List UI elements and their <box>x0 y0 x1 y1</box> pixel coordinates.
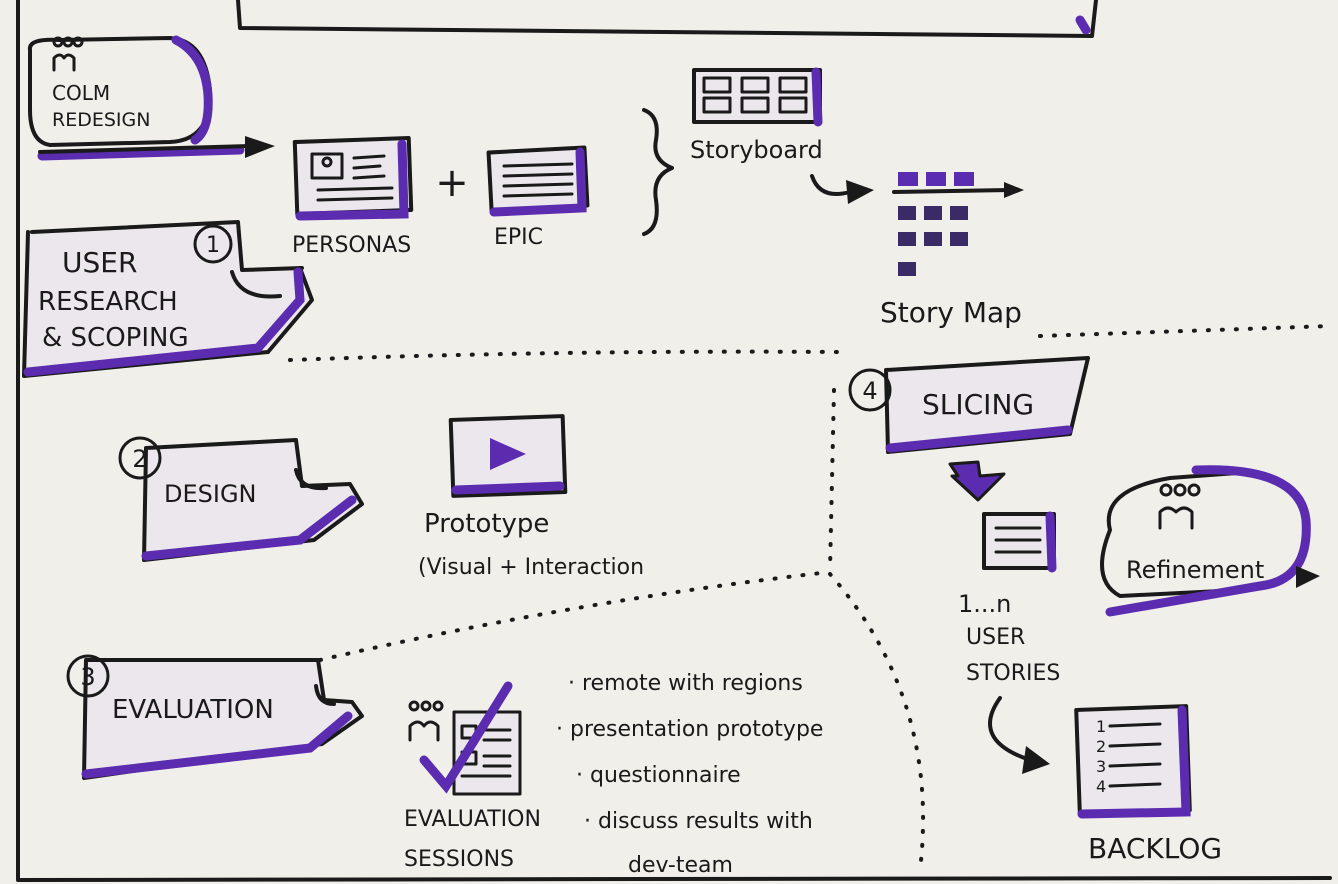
kickoff-bubble: COLM REDESIGN <box>27 35 213 147</box>
evaluation-sessions-icon: EVALUATION SESSIONS <box>404 681 541 872</box>
backlog-number: 3 <box>1096 757 1106 776</box>
people-icon <box>1158 483 1201 530</box>
story-map-icon: Story Map <box>880 172 1024 329</box>
step3-evaluation: 3 EVALUATION <box>66 654 364 780</box>
separator-vertical-upper <box>828 388 836 572</box>
down-arrow-icon <box>950 462 1004 500</box>
storyboard-to-map-arrow <box>810 174 874 204</box>
user-stories-line1: 1...n <box>958 590 1011 618</box>
backlog-number: 4 <box>1096 777 1106 796</box>
backlog-number: 1 <box>1096 717 1106 736</box>
svg-text:3: 3 <box>80 663 95 691</box>
step1-user-research: 1 USER RESEARCH & SCOPING <box>22 220 314 378</box>
step4-label: SLICING <box>922 388 1034 421</box>
svg-text:4: 4 <box>862 377 877 405</box>
storyboard-label: Storyboard <box>690 136 823 164</box>
evaluation-note: · presentation prototype <box>556 717 823 742</box>
kickoff-line1: COLM <box>52 81 110 105</box>
backlog-icon: 1 2 3 4 BACKLOG <box>1074 704 1222 865</box>
epic-label: EPIC <box>494 225 543 250</box>
step1-line3: & SCOPING <box>42 323 189 353</box>
personas-label: PERSONAS <box>292 233 411 258</box>
evaluation-notes: · remote with regions · presentation pro… <box>556 671 823 878</box>
evaluation-note: · remote with regions <box>568 671 803 696</box>
checkmark-icon <box>419 681 513 794</box>
separator-top-left <box>288 349 842 362</box>
backlog-number: 2 <box>1096 737 1106 756</box>
play-icon <box>490 438 526 470</box>
evaluation-sessions-line1: EVALUATION <box>404 807 541 832</box>
separator-middle <box>318 570 832 662</box>
kickoff-line2: REDESIGN <box>52 109 150 131</box>
step4-slicing: 4 SLICING <box>848 356 1090 502</box>
separator-vertical-lower <box>828 572 926 872</box>
separator-top-right <box>1038 324 1332 338</box>
step2-design: 2 DESIGN <box>118 436 364 562</box>
step4-number-circle: 4 <box>848 368 892 412</box>
refinement-bubble: Refinement <box>1100 465 1320 617</box>
step1-line1: USER <box>62 246 137 279</box>
prototype-card: Prototype (Visual + Interaction <box>418 414 644 580</box>
plus-sign: + <box>435 160 469 206</box>
storyboard-icon: Storyboard <box>690 67 823 164</box>
page-frame <box>16 0 1332 882</box>
story-map-label: Story Map <box>880 296 1022 329</box>
backlog-label: BACKLOG <box>1088 832 1222 865</box>
person-icon <box>310 152 344 180</box>
epic-card: EPIC <box>486 145 590 250</box>
step1-line2: RESEARCH <box>38 287 178 317</box>
svg-text:1: 1 <box>206 233 220 258</box>
evaluation-note: · discuss results with <box>584 809 813 834</box>
stories-to-backlog-arrow <box>988 696 1050 774</box>
prototype-line1: Prototype <box>424 509 549 539</box>
kickoff-arrow <box>37 136 275 161</box>
svg-text:2: 2 <box>132 445 147 473</box>
evaluation-note: dev-team <box>628 853 733 878</box>
grouping-brace <box>642 108 674 236</box>
step2-label: DESIGN <box>164 480 257 508</box>
personas-card: PERSONAS <box>292 136 414 258</box>
user-stories-line2: USER <box>966 625 1025 650</box>
user-stories-line3: STORIES <box>966 661 1060 686</box>
step1-number-circle: 1 <box>193 224 233 264</box>
step3-number-circle: 3 <box>66 654 110 698</box>
evaluation-sessions-line2: SESSIONS <box>404 847 514 872</box>
prototype-line2: (Visual + Interaction <box>418 555 644 580</box>
people-icon <box>52 36 84 72</box>
user-stories: 1...n USER STORIES <box>958 511 1060 686</box>
step3-label: EVALUATION <box>112 695 274 725</box>
evaluation-note: · questionnaire <box>576 763 741 788</box>
top-header-box <box>236 0 1098 38</box>
step2-number-circle: 2 <box>118 436 162 480</box>
refinement-label: Refinement <box>1126 556 1264 584</box>
